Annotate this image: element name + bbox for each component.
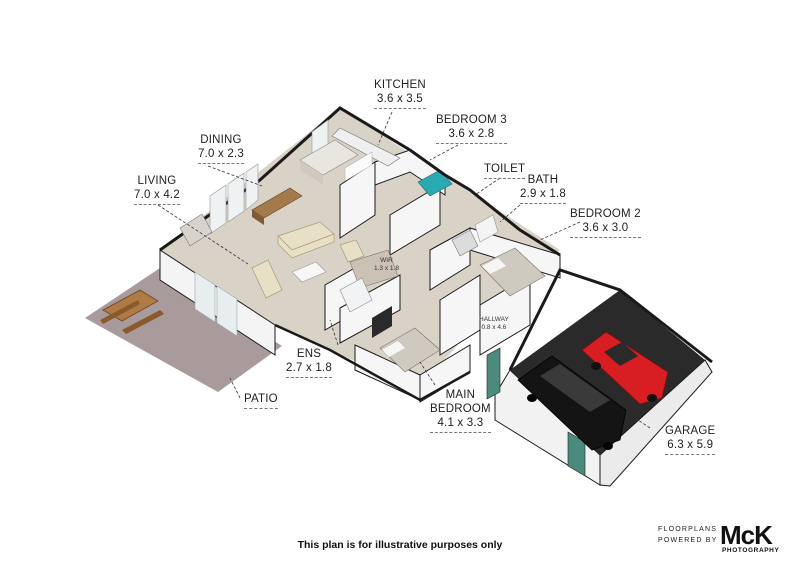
garage-wall-right [599,359,713,487]
living-dims: 7.0 x 4.2 [134,188,180,205]
logo-floorplans: FLOORPLANS [658,526,718,533]
label-hallway: HALLWAY 0.8 x 4.6 [479,316,509,332]
main-bedroom-name-2: BEDROOM [430,403,491,415]
kitchen-name: KITCHEN [374,79,426,91]
black-suv [517,355,627,451]
dining-dims: 7.0 x 2.3 [198,147,244,164]
label-bedroom3: BEDROOM 3 3.6 x 2.8 [436,113,507,144]
patio-table [100,289,164,334]
garage-wall-top [508,268,713,371]
label-kitchen: KITCHEN 3.6 x 3.5 [374,78,426,109]
bath-tub [474,214,499,243]
garage-door [567,431,586,477]
bedroom2-dims: 3.6 x 3.0 [570,221,641,238]
wir-dims: 1.3 x 1.8 [374,265,399,272]
bedroom2-bed [479,247,546,297]
bath-name: BATH [527,174,559,186]
ensuite-shower [339,277,373,313]
main-bedroom-name-1: MAIN [445,389,476,401]
ens-name: ENS [296,348,322,360]
garage-dims: 6.3 x 5.9 [665,438,716,455]
label-patio: PATIO [244,392,278,409]
bath-dims: 2.9 x 1.8 [520,187,566,204]
patio-name: PATIO [244,392,278,409]
garage-name: GARAGE [665,425,716,437]
dining-name: DINING [200,134,242,146]
logo-photography: PHOTOGRAPHY [722,547,780,554]
bath-vanity [451,229,479,257]
kitchen-dims: 3.6 x 3.5 [374,92,426,109]
label-pointers [157,111,651,429]
ens-dims: 2.7 x 1.8 [286,361,332,378]
bedroom3-name: BEDROOM 3 [436,114,507,126]
label-main-bedroom: MAIN BEDROOM 4.1 x 3.3 [430,388,491,433]
coffee-table [291,261,327,283]
bedroom3-dims: 3.6 x 2.8 [436,127,507,144]
label-dining: DINING 7.0 x 2.3 [198,133,244,164]
toilet-name: TOILET [484,162,526,179]
wall-top-front [274,323,471,402]
hallway-name: HALLWAY [479,316,509,323]
logo-brand: McK [720,520,773,550]
dining-table [251,187,303,225]
kitchen-counters [299,127,401,185]
hallway-dims: 0.8 x 4.6 [481,324,507,331]
main-bedroom-dims: 4.1 x 3.3 [430,416,491,433]
disclaimer-text: This plan is for illustrative purposes o… [297,539,503,551]
logo-powered-by: POWERED BY [658,537,718,544]
label-toilet: TOILET [484,162,526,179]
living-name: LIVING [137,175,177,187]
label-bedroom2: BEDROOM 2 3.6 x 3.0 [570,207,641,238]
main-bedroom-bed [379,327,441,373]
house-door [486,347,501,400]
wir-name: WIR [380,257,393,264]
label-ens: ENS 2.7 x 1.8 [286,347,332,378]
wall-top-right [409,148,561,257]
bedroom3-bed [417,169,453,197]
living-sofas [251,221,365,299]
interior-walls [324,149,561,403]
bedroom2-name: BEDROOM 2 [570,208,641,220]
label-garage: GARAGE 6.3 x 5.9 [665,424,716,455]
tv-unit [372,306,392,338]
label-wir: WIR 1.3 x 1.8 [374,257,399,273]
label-living: LIVING 7.0 x 4.2 [134,174,180,205]
red-car [581,331,669,405]
label-bath: BATH 2.9 x 1.8 [520,173,566,204]
mck-logo: FLOORPLANS POWERED BY McK PHOTOGRAPHY [650,520,790,556]
living-glass-doors [194,271,238,337]
